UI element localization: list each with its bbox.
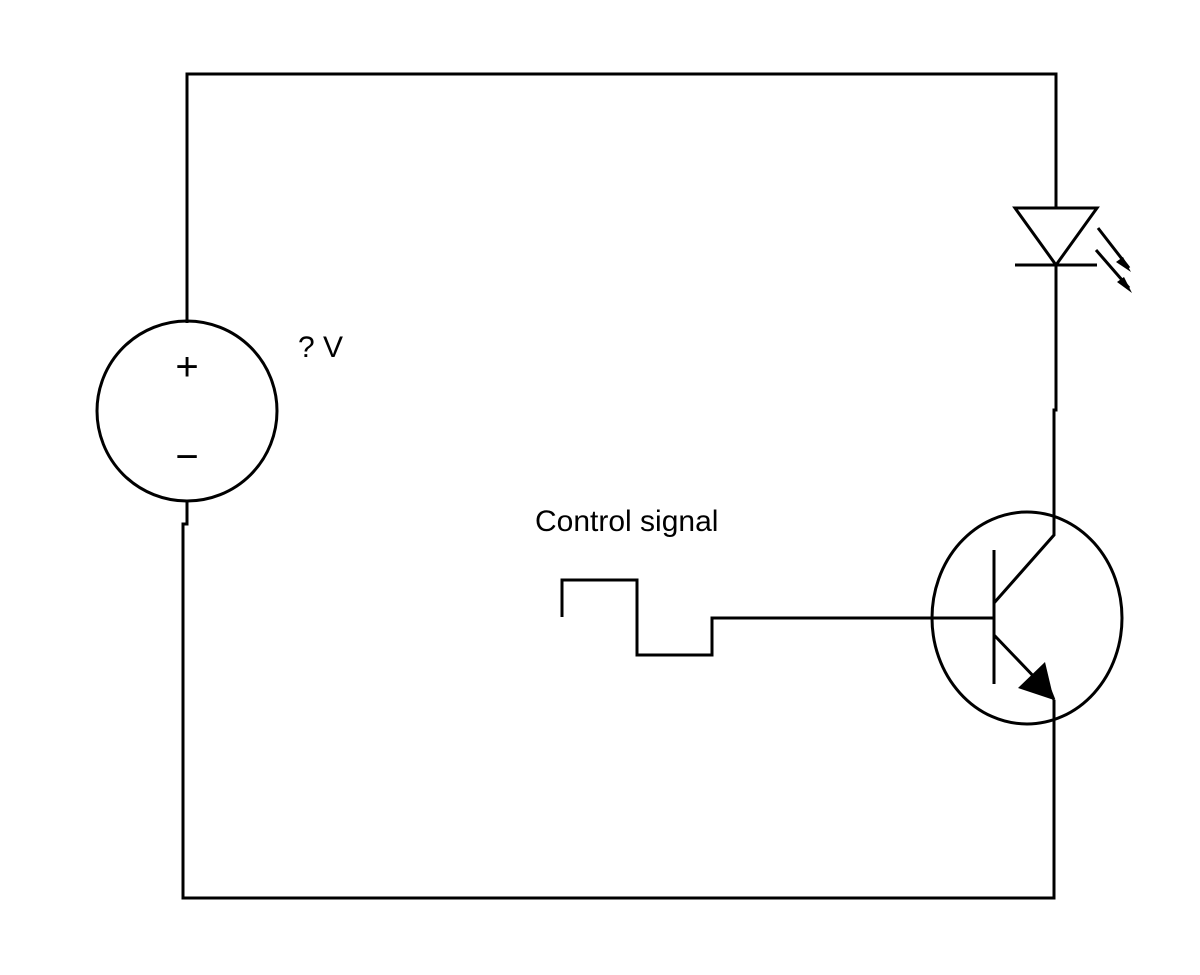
led-to-transistor-wire: [1052, 265, 1058, 515]
bottom-wire: [181, 500, 1056, 900]
plus-sign: +: [175, 345, 198, 389]
voltage-label: ? V: [298, 331, 343, 364]
led-icon: [1012, 206, 1132, 293]
minus-sign: −: [175, 435, 198, 479]
control-signal-label: Control signal: [535, 505, 718, 538]
top-wire: [185, 72, 1058, 323]
voltage-source: + −: [95, 319, 279, 503]
